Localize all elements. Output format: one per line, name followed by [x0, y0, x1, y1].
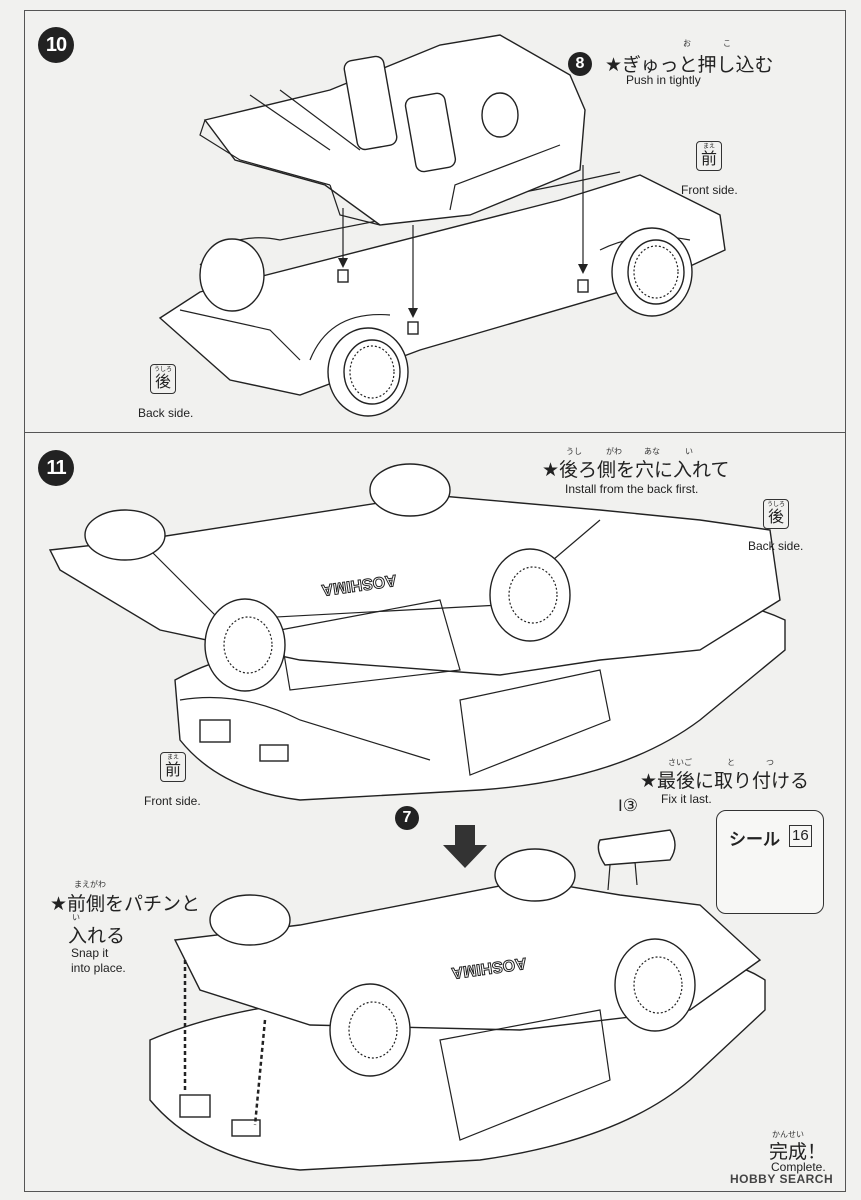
- ruby-text: い: [72, 913, 80, 922]
- front-kanji: 前: [164, 760, 181, 779]
- ruby-text: うし: [566, 447, 582, 456]
- sticker-number: 16: [789, 825, 812, 847]
- front-ruby: まえ: [702, 144, 715, 150]
- hobby-search-watermark: HOBBY SEARCH: [730, 1172, 834, 1186]
- interior-tub-drawing: [199, 34, 586, 226]
- back-marker: うしろ 後: [763, 499, 789, 529]
- instruction-back-first-jp: ★後ろ側を穴に入れて: [542, 459, 730, 481]
- front-wheel-drawing: [611, 227, 693, 317]
- complete-en: Complete.: [771, 1160, 826, 1174]
- instruction-snap-jp-line2: 入れる: [68, 925, 126, 947]
- back-ruby: うしろ: [153, 367, 172, 373]
- ruby-text: まえがわ: [74, 880, 106, 889]
- sticker-label: シール: [729, 830, 780, 850]
- front-marker: まえ 前: [160, 752, 186, 782]
- back-marker: うしろ 後: [150, 364, 176, 394]
- rear-wheel-drawing: [327, 327, 409, 417]
- ruby-text: と: [727, 758, 735, 767]
- upper-wheels: [84, 463, 571, 692]
- ruby-text: がわ: [606, 447, 622, 456]
- part-number-8: 8: [568, 52, 592, 76]
- snap-guide-right: [253, 1019, 267, 1126]
- ruby-text: さいご: [668, 758, 692, 767]
- back-ruby: うしろ: [766, 502, 785, 508]
- part-number-7: 7: [395, 806, 419, 830]
- part-reference: I③: [618, 796, 638, 815]
- sticker-inset: シール 16: [716, 810, 824, 914]
- complete-ruby: かんせい: [772, 1130, 804, 1139]
- instruction-snap-en-line2: into place.: [71, 961, 126, 975]
- down-arrow: [443, 825, 487, 868]
- lower-wheels: [209, 848, 696, 1077]
- instruction-push-jp: ★ぎゅっと押し込む: [605, 54, 774, 76]
- back-kanji: 後: [154, 372, 171, 391]
- ruby-text: い: [685, 447, 693, 456]
- ruby-text: あな: [644, 447, 660, 456]
- ruby-text: お: [683, 39, 691, 48]
- step-11-panel: [24, 432, 846, 1192]
- step-number-11: 11: [38, 450, 74, 486]
- instruction-fix-last-en: Fix it last.: [661, 792, 712, 806]
- back-side-label: Back side.: [138, 406, 194, 420]
- ruby-text: こ: [723, 39, 731, 48]
- complete-jp: 完成！: [769, 1141, 827, 1163]
- back-side-label: Back side.: [748, 539, 804, 553]
- front-kanji: 前: [700, 149, 717, 168]
- instruction-fix-last-jp: ★最後に取り付ける: [640, 770, 810, 792]
- instruction-back-first-en: Install from the back first.: [565, 482, 699, 496]
- chassis-drawing: [158, 171, 726, 396]
- back-kanji: 後: [767, 507, 784, 526]
- front-side-label: Front side.: [681, 183, 738, 197]
- step-number-10: 10: [38, 27, 74, 63]
- push-arrows: [337, 165, 589, 335]
- instruction-snap-jp-line1: ★前側をパチンと: [50, 893, 201, 915]
- step-10-diagram: [158, 34, 726, 417]
- front-ruby: まえ: [166, 755, 179, 761]
- lower-car-drawing: [149, 829, 766, 1171]
- ruby-text: つ: [766, 758, 774, 767]
- front-marker: まえ 前: [696, 141, 722, 171]
- front-side-label: Front side.: [144, 794, 201, 808]
- instruction-push-en: Push in tightly: [626, 73, 701, 87]
- instruction-snap-en-line1: Snap it: [71, 946, 109, 960]
